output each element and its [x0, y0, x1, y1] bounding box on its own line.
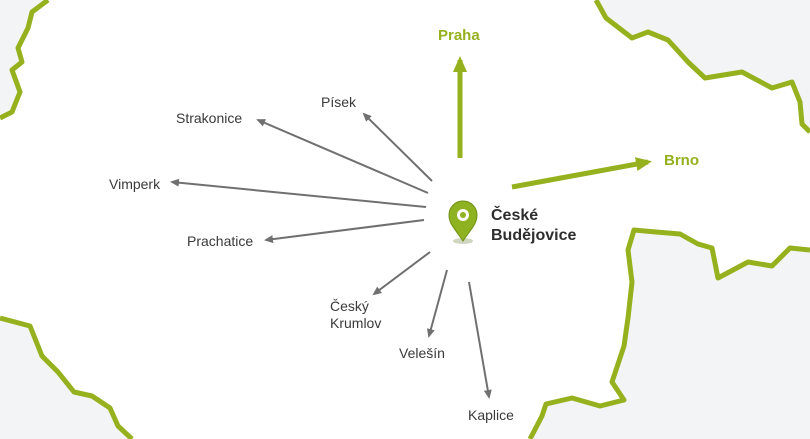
- label-cesky-krumlov: Český Krumlov: [330, 298, 382, 331]
- label-praha: Praha: [438, 27, 480, 44]
- arrow-to-pisek: [362, 112, 433, 182]
- region-border-right: [527, 227, 810, 439]
- label-kaplice: Kaplice: [468, 407, 514, 423]
- arrow-to-brno: [511, 157, 652, 190]
- label-pisek: Písek: [321, 94, 357, 110]
- label-velesin: Velešín: [399, 345, 445, 361]
- label-vimperk: Vimperk: [109, 176, 161, 192]
- arrow-to-velesin: [426, 269, 448, 338]
- arrow-to-prachatice: [264, 219, 425, 244]
- label-brno: Brno: [664, 152, 699, 169]
- arrow-to-cesky-krumlov: [372, 251, 431, 296]
- outside-region-bottom-left: [0, 318, 132, 439]
- map-pin-icon: [448, 200, 478, 244]
- arrow-to-strakonice: [256, 119, 429, 194]
- label-strakonice: Strakonice: [176, 110, 243, 126]
- region-border-top-left: [0, 0, 50, 121]
- arrow-to-kaplice: [468, 281, 492, 399]
- outside-region-top-right: [596, 0, 810, 132]
- region-border-bottom-left: [0, 315, 134, 439]
- region-border-top-right: [593, 0, 810, 134]
- label-center-city: České Budějovice: [491, 207, 577, 244]
- label-prachatice: Prachatice: [187, 233, 254, 249]
- outside-region-right: [530, 230, 810, 439]
- outside-region-top-left: [0, 0, 48, 118]
- arrow-to-vimperk: [170, 178, 427, 208]
